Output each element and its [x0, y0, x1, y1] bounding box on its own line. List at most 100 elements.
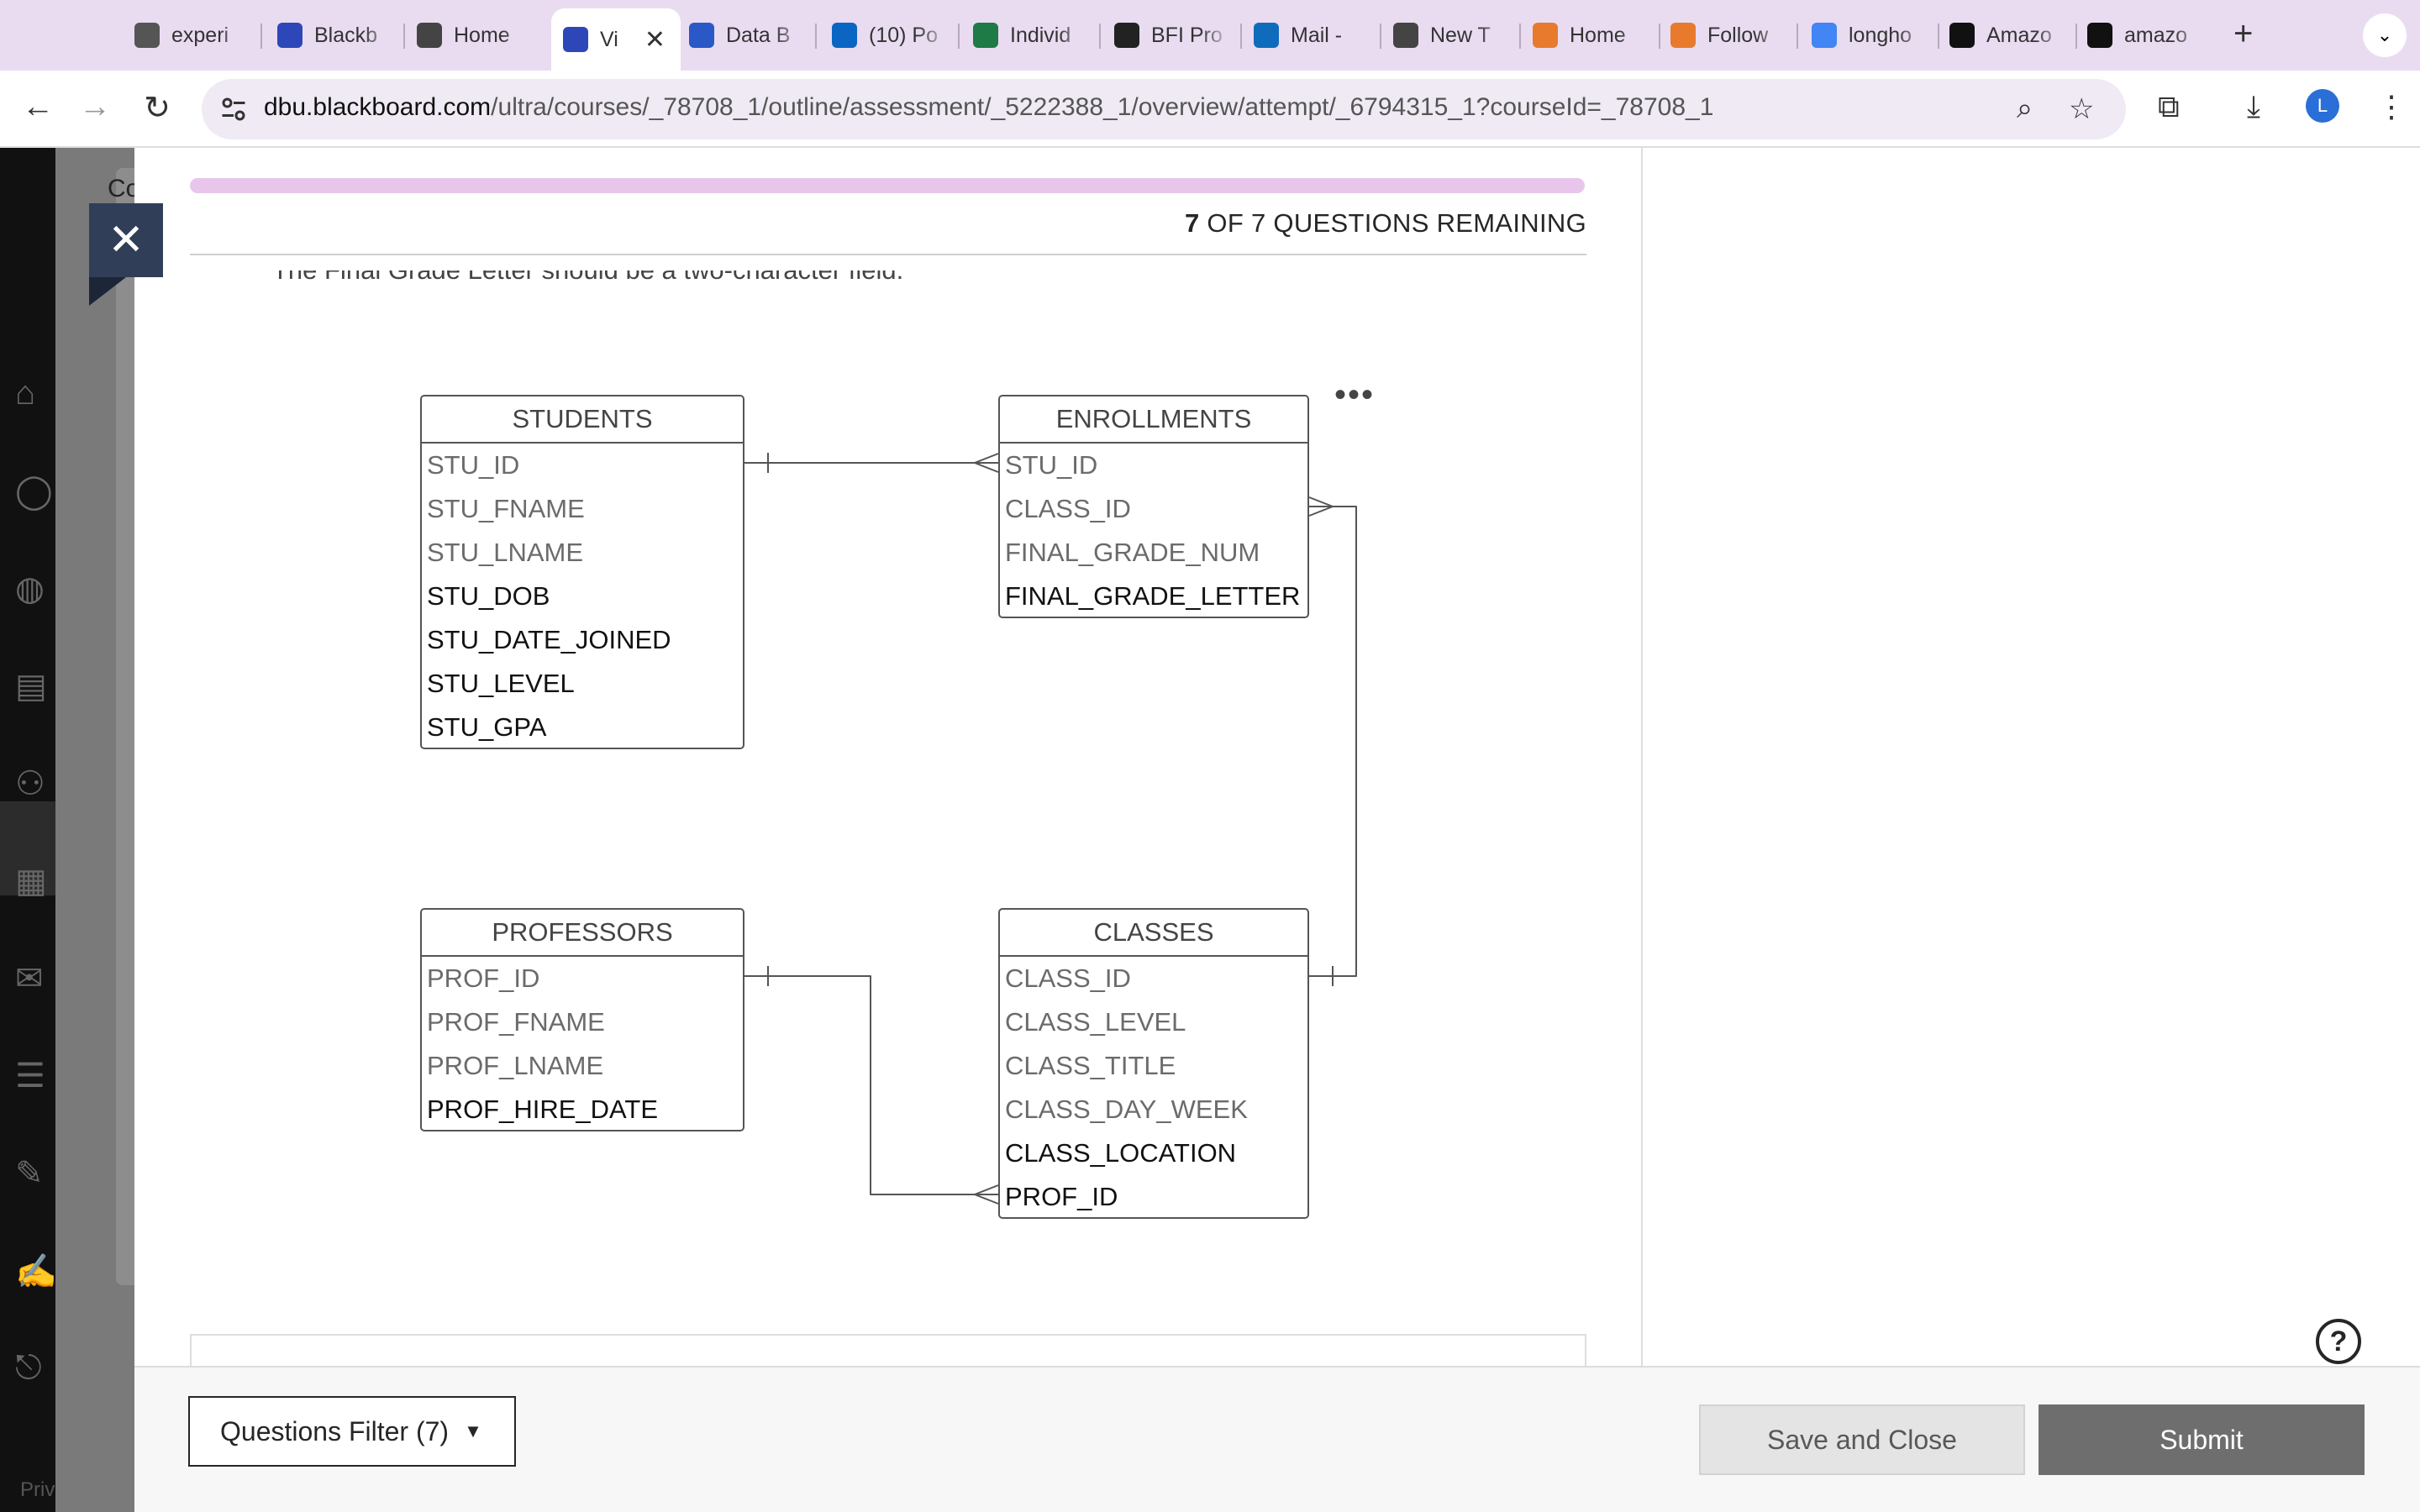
tab-separator	[1380, 24, 1381, 49]
caret-down-icon: ▼	[464, 1420, 482, 1441]
courses-icon[interactable]: ▤	[15, 668, 47, 705]
reload-button[interactable]: ↻	[144, 91, 171, 126]
enrollments-classes-line	[1309, 506, 1357, 977]
entity-field: CLASS_TITLE	[1005, 1051, 1176, 1080]
tab-title: Data B	[726, 23, 791, 47]
bookmark-star-icon[interactable]: ☆	[2069, 93, 2095, 125]
browser-tab[interactable]: Data B	[689, 15, 807, 55]
groups-icon[interactable]: ⚇	[15, 765, 45, 802]
browser-tab[interactable]: amazo	[2087, 15, 2205, 55]
messages-icon[interactable]: ✉	[15, 960, 44, 997]
institution-icon[interactable]: ⌂	[15, 375, 36, 412]
tab-separator	[1797, 24, 1798, 49]
blackboard-icon	[563, 27, 588, 52]
browser-tab[interactable]: Blackb	[277, 15, 395, 55]
back-button[interactable]: ←	[22, 89, 54, 124]
browser-tab[interactable]: Mail -	[1254, 15, 1371, 55]
profile-icon[interactable]: ◯	[15, 473, 53, 510]
entity-title: PROFESSORS	[422, 910, 743, 957]
submit-button[interactable]: Submit	[2039, 1404, 2365, 1475]
excel-icon	[973, 23, 998, 48]
tab-separator	[1099, 24, 1101, 49]
entity-title: CLASSES	[1000, 910, 1307, 957]
entity-field: PROF_ID	[1005, 1182, 1118, 1211]
tab-separator	[1240, 24, 1242, 49]
tab-title: Individ	[1010, 23, 1071, 47]
browser-tab[interactable]: Home	[1533, 15, 1650, 55]
globe-icon	[134, 23, 160, 48]
tab-separator	[1659, 24, 1660, 49]
browser-tab[interactable]: BFI Pro	[1114, 15, 1232, 55]
tab-separator	[958, 24, 960, 49]
entity-field: FINAL_GRADE_NUM	[1005, 538, 1260, 567]
close-tab-icon[interactable]: ✕	[644, 25, 666, 54]
filter-label: Questions Filter (7)	[220, 1415, 450, 1446]
entity-field: PROF_FNAME	[427, 1007, 605, 1037]
entity-field: FINAL_GRADE_LETTER	[1005, 581, 1301, 611]
assessment-panel	[134, 148, 2420, 1512]
url-text[interactable]: dbu.blackboard.com/ultra/courses/_78708_…	[264, 93, 1713, 122]
tab-title: BFI Pro	[1151, 23, 1223, 47]
download-icon[interactable]: ⤓	[2247, 89, 2260, 123]
calendar-icon[interactable]: ▦	[15, 863, 47, 900]
tab-title: Vi	[600, 27, 618, 51]
help-icon[interactable]: ?	[2316, 1319, 2361, 1364]
globe-icon[interactable]: ◍	[15, 570, 45, 607]
site-info-icon[interactable]	[218, 94, 249, 124]
c-icon	[1533, 23, 1558, 48]
linkedin-icon	[832, 23, 857, 48]
tab-title: Blackb	[314, 23, 378, 47]
edit-icon[interactable]: ✍	[15, 1253, 57, 1290]
entity-field: CLASS_ID	[1005, 494, 1131, 523]
openai-icon	[1114, 23, 1139, 48]
entity-field: CLASS_ID	[1005, 963, 1131, 993]
tools-icon[interactable]: ✎	[15, 1155, 44, 1192]
save-and-close-button[interactable]: Save and Close	[1699, 1404, 2025, 1475]
question-text: The Final Grade Letter should be a two-c…	[272, 270, 903, 285]
tab-search-button[interactable]: ⌄	[2363, 13, 2407, 57]
tab-title: New T	[1430, 23, 1491, 47]
tab-title: Amazo	[1986, 23, 2052, 47]
browser-tab[interactable]: Amazo	[1949, 15, 2067, 55]
browser-tab[interactable]: (10) Po	[832, 15, 950, 55]
browser-tab[interactable]: longho	[1812, 15, 1929, 55]
browser-tab[interactable]: Vi ✕	[551, 8, 681, 71]
tab-title: amazo	[2124, 23, 2188, 47]
privacy-link[interactable]: Priv	[20, 1478, 55, 1501]
tab-separator	[260, 24, 262, 49]
close-assessment-button[interactable]: ✕	[89, 203, 163, 277]
browser-menu-icon[interactable]: ⋮	[2376, 89, 2407, 123]
professors-classes-line	[744, 975, 998, 1195]
forward-button[interactable]: →	[79, 89, 111, 124]
new-tab-button[interactable]: +	[2233, 15, 2254, 52]
address-bar[interactable]: dbu.blackboard.com/ultra/courses/_78708_…	[202, 79, 2126, 139]
browser-toolbar: ← → ↻ dbu.blackboard.com/ultra/courses/_…	[0, 71, 2420, 148]
tab-separator	[1938, 24, 1939, 49]
more-options-icon[interactable]: •••	[1334, 376, 1376, 413]
answer-area[interactable]	[190, 1334, 1586, 1368]
google-icon	[1812, 23, 1837, 48]
browser-tab[interactable]: Individ	[973, 15, 1091, 55]
tab-title: Follow	[1707, 23, 1769, 47]
entity-field: STU_LEVEL	[427, 669, 575, 698]
browser-tab[interactable]: New T	[1393, 15, 1511, 55]
browser-tab[interactable]: Home	[417, 15, 534, 55]
browser-tab[interactable]: Follow	[1670, 15, 1788, 55]
questions-filter-dropdown[interactable]: Questions Filter (7) ▼	[188, 1396, 516, 1467]
browser-tab[interactable]: experi	[134, 15, 252, 55]
tab-separator	[815, 24, 817, 49]
entity-field: STU_ID	[427, 450, 520, 480]
extensions-icon[interactable]: ⧉	[2158, 89, 2180, 123]
grades-icon[interactable]: ☰	[15, 1058, 45, 1095]
zoom-icon[interactable]: ⌕	[2017, 92, 2033, 124]
url-path: /ultra/courses/_78708_1/outline/assessme…	[491, 93, 1714, 121]
sign-out-icon[interactable]: ⎋	[15, 1349, 42, 1386]
entity-field: CLASS_LOCATION	[1005, 1138, 1237, 1168]
course-title-fragment: Co	[108, 175, 140, 202]
profile-avatar[interactable]: L	[2306, 89, 2339, 123]
